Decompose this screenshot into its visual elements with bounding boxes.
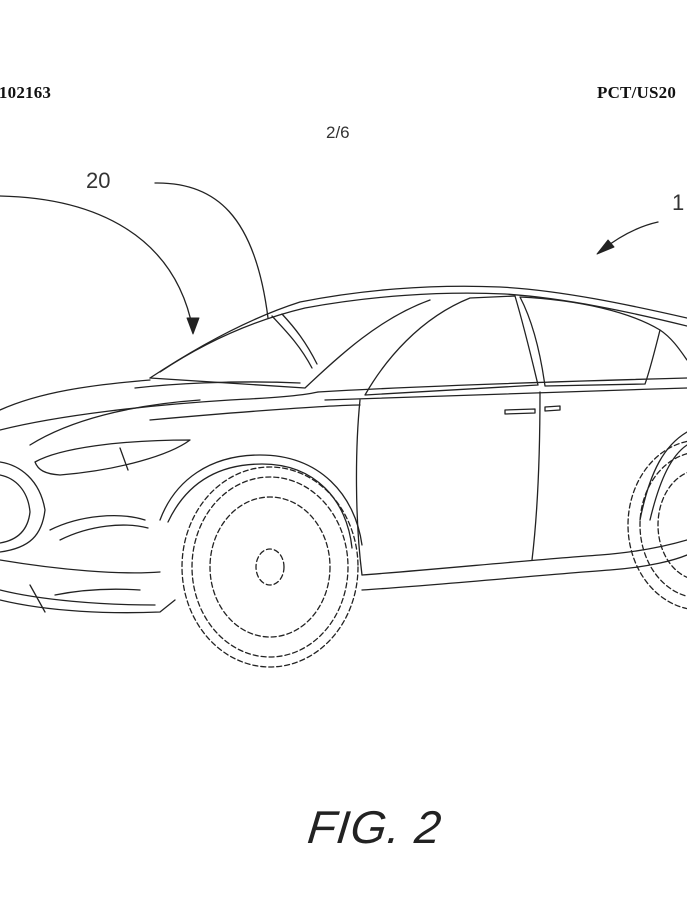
publication-number: /102163 [0,83,52,102]
figure-label: FIG. 2 [305,801,445,853]
leader-line-20a [0,195,194,331]
leader-line-20b [154,182,269,319]
arrowhead-1 [596,239,615,255]
front-wheel [181,466,359,668]
sheet-number: 2/6 [326,123,350,142]
reference-numeral-20: 20 [86,168,111,193]
arrowhead-20a [186,317,200,335]
application-number: PCT/US20 [597,83,677,102]
reference-numeral-1: 1 [672,190,685,215]
rear-wheel [627,440,687,610]
car-body-outline [0,285,687,614]
